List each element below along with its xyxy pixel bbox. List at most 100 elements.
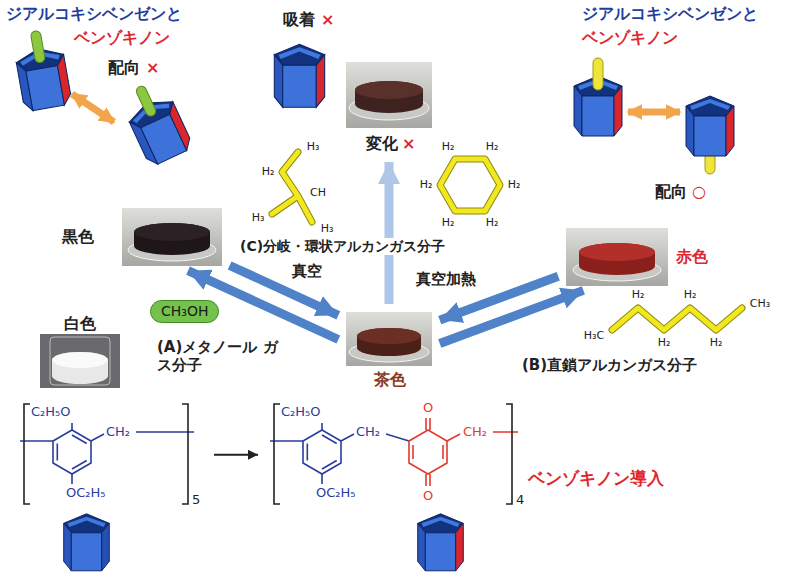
text-slot: H₃ bbox=[251, 212, 266, 224]
formula-text: CH₂ bbox=[463, 424, 487, 440]
structure-drawing bbox=[24, 404, 512, 504]
formula-text: CH₂ bbox=[356, 424, 380, 440]
sample-photo bbox=[346, 312, 432, 366]
status-mark: × bbox=[146, 58, 159, 77]
text-slot: CH bbox=[309, 187, 327, 199]
sample-photo bbox=[52, 352, 108, 384]
atom-label: H₃C bbox=[583, 330, 605, 342]
pillar-icon bbox=[418, 514, 464, 571]
atom-label: H₂ bbox=[441, 217, 456, 229]
sample-photo-box: 黒色 bbox=[56, 205, 226, 269]
alkane-molecule bbox=[440, 159, 500, 211]
atom-label: H₂ bbox=[485, 217, 500, 229]
sample-photo-box: 白色 bbox=[30, 312, 130, 392]
edge-label: 真空 bbox=[290, 262, 324, 280]
text-slot: H₂ bbox=[441, 141, 456, 153]
state-label: 茶色 bbox=[374, 370, 406, 389]
pillar-icon bbox=[129, 102, 194, 168]
text-slot: H₂ bbox=[261, 166, 276, 178]
atom-label: H₂ bbox=[419, 179, 434, 191]
sample-photo-box: 変化× bbox=[340, 58, 438, 158]
text-slot: (A)メタノール ガス分子 bbox=[155, 338, 285, 374]
pillar-icon bbox=[64, 514, 110, 571]
structure-drawing bbox=[270, 423, 409, 484]
sample-photo bbox=[346, 62, 432, 128]
edge-label: 真空加熱 bbox=[414, 270, 478, 288]
pillar-icon bbox=[593, 58, 603, 90]
heading-text: ベンゾキノン bbox=[582, 28, 678, 47]
atom-label: H₂ bbox=[657, 337, 672, 349]
text-slot: 真空加熱 bbox=[414, 270, 478, 288]
text-slot: H₂ bbox=[441, 217, 456, 229]
pillar-icon bbox=[118, 76, 194, 167]
alkane-molecule bbox=[272, 152, 312, 222]
formula-text: 4 bbox=[516, 492, 524, 508]
pillar-icon bbox=[11, 27, 72, 112]
text-slot: CH₂ bbox=[106, 424, 130, 440]
orientation-arrow bbox=[628, 109, 680, 116]
sample-photo bbox=[579, 243, 655, 261]
pillar-icon bbox=[418, 523, 464, 571]
sample-photo bbox=[50, 337, 110, 385]
sample-photo bbox=[357, 328, 421, 356]
text-slot: C₂H₅O bbox=[31, 404, 71, 420]
pillar-icon bbox=[274, 44, 324, 107]
text-slot: H₃ bbox=[306, 141, 321, 153]
text-slot: H₂ bbox=[657, 337, 672, 349]
text-slot: H₂ bbox=[507, 179, 522, 191]
reaction-arrow bbox=[214, 454, 258, 456]
pillar-icon bbox=[64, 514, 110, 533]
status-text: 配向 bbox=[655, 182, 687, 201]
pillar-icon bbox=[30, 30, 45, 63]
status-text: 配向 bbox=[108, 58, 140, 77]
edge-label: (B)直鎖アルカンガス分子 bbox=[520, 356, 699, 374]
state-label: 白色 bbox=[64, 314, 96, 333]
pillar-icon bbox=[274, 44, 324, 65]
atom-label: CH₃ bbox=[749, 298, 771, 310]
pillar-icon bbox=[135, 85, 158, 118]
text-slot: 配向 bbox=[655, 182, 687, 201]
edge-label: (A)メタノール ガス分子 bbox=[155, 338, 285, 374]
state-label: 変化 bbox=[366, 134, 398, 153]
formula-text: C₂H₅O bbox=[31, 404, 71, 420]
sample-photo bbox=[40, 334, 120, 388]
structure-drawing bbox=[274, 404, 512, 504]
alkane-molecule bbox=[612, 308, 742, 330]
structure-drawing bbox=[20, 423, 409, 484]
structure-drawing bbox=[20, 423, 194, 484]
text-slot: H₂ bbox=[485, 217, 500, 229]
text-slot: × bbox=[402, 134, 415, 153]
state-label: 赤色 bbox=[676, 247, 708, 266]
text-slot: × bbox=[321, 10, 334, 29]
text-slot: H₂ bbox=[709, 337, 724, 349]
pillar-icon bbox=[574, 86, 622, 136]
structure-formula: C₂H₅OCH₂OC₂H₅5 bbox=[15, 398, 210, 512]
text-slot: ベンゾキノン導入 bbox=[528, 468, 664, 488]
status-text: 吸着 bbox=[283, 10, 315, 29]
text-slot: ○ bbox=[692, 182, 706, 201]
text-slot: (C)分岐・環状アルカンガス分子 bbox=[238, 238, 447, 255]
sample-photo bbox=[134, 223, 210, 241]
orientation-arrow bbox=[72, 94, 114, 122]
formula-text: OC₂H₅ bbox=[66, 485, 106, 501]
text-slot: CH₃OH bbox=[161, 303, 208, 320]
structure-drawing bbox=[53, 430, 91, 474]
text-slot: 黒色 bbox=[62, 227, 94, 246]
sample-photo bbox=[579, 243, 655, 275]
status-mark: × bbox=[321, 10, 334, 29]
sample-photo bbox=[566, 228, 668, 286]
pillar-icon bbox=[418, 514, 464, 533]
atom-label: H₂ bbox=[631, 289, 646, 301]
pillar-icon bbox=[686, 96, 734, 116]
text-slot: 真空 bbox=[290, 262, 324, 280]
status-mark: ○ bbox=[692, 182, 706, 201]
alkane-molecule bbox=[272, 152, 312, 222]
text-slot: 赤色 bbox=[676, 247, 708, 266]
text-slot: C₂H₅O bbox=[281, 404, 321, 420]
formula-text: O bbox=[423, 400, 433, 416]
text-slot: OC₂H₅ bbox=[316, 485, 356, 501]
text-slot: O bbox=[423, 400, 433, 416]
